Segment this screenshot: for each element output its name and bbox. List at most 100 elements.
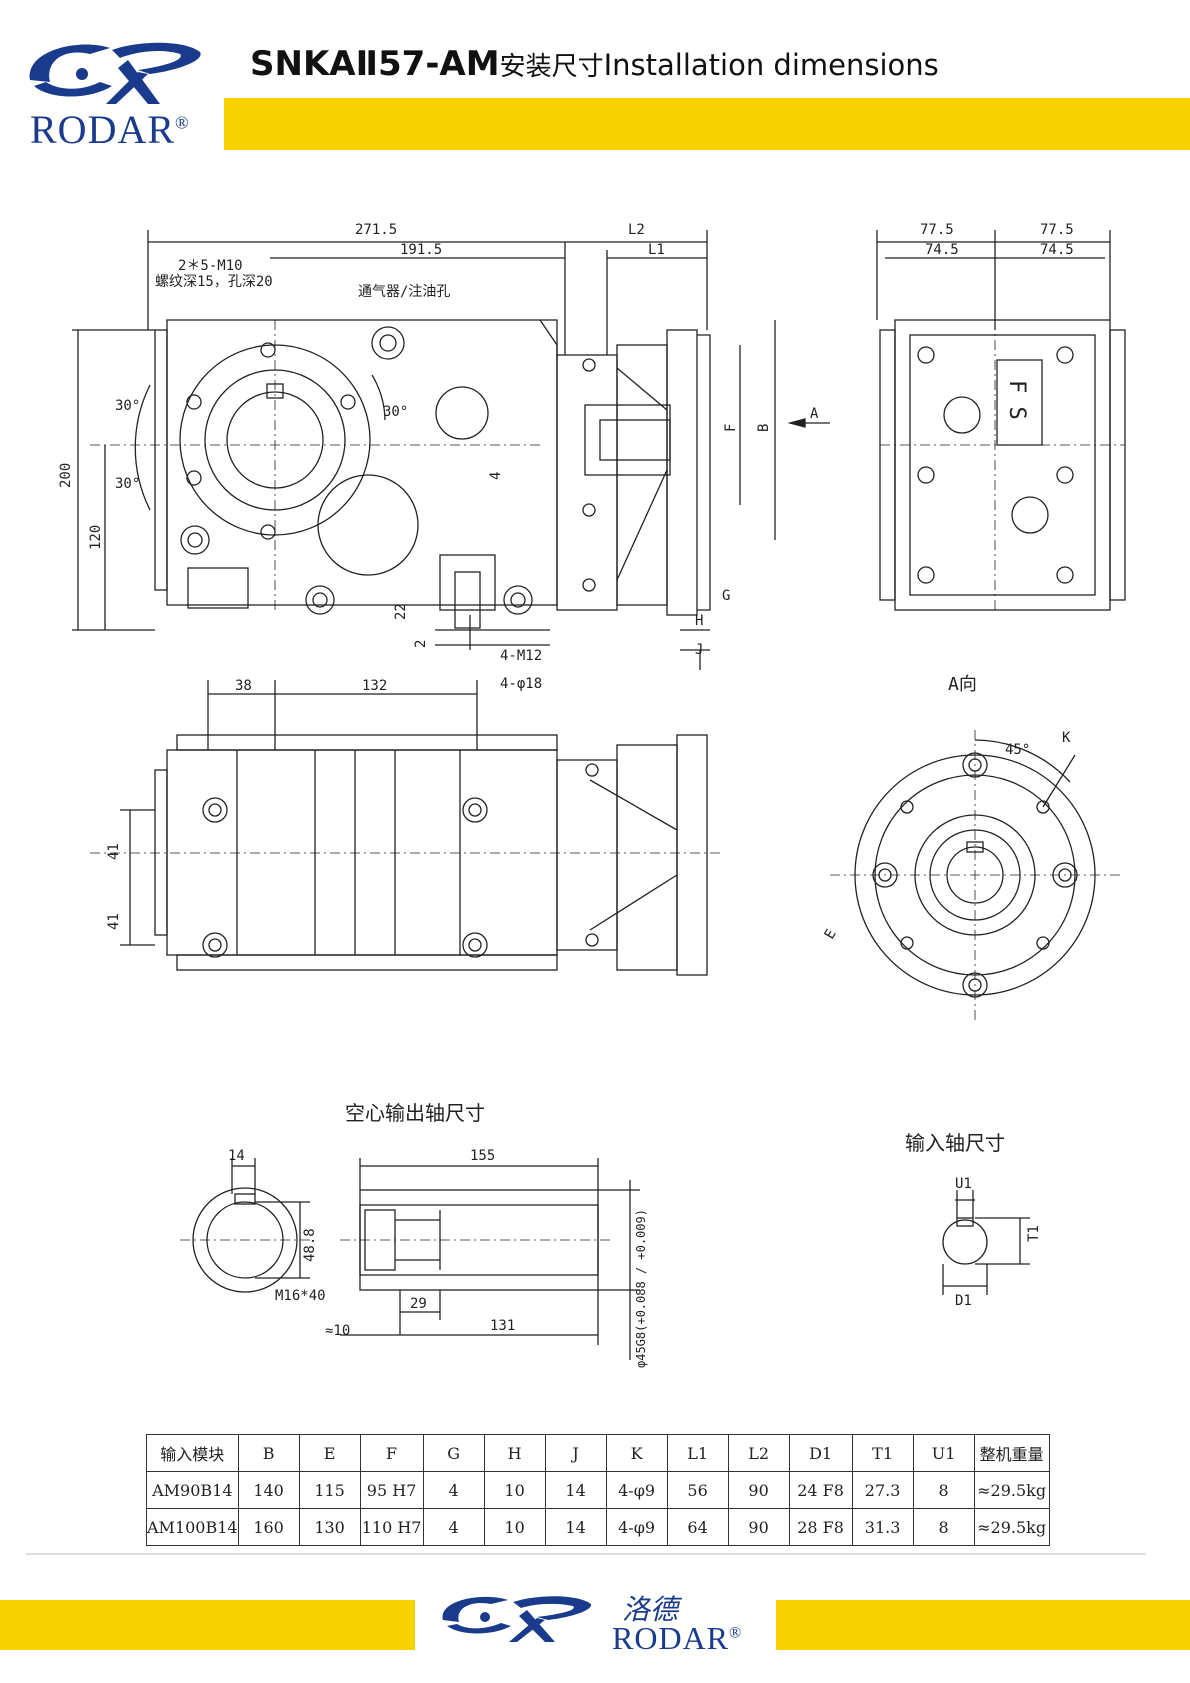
spec-table: 输入模块 B E F G H J K L1 L2 D1 T1 U1 整机重量 A… — [146, 1434, 1050, 1546]
rodar-logo-icon — [29, 42, 201, 104]
col-header: H — [483, 1434, 546, 1472]
col-header: T1 — [851, 1434, 914, 1472]
col-header: K — [605, 1434, 668, 1472]
dim-200: 200 — [58, 463, 74, 488]
table-cell: ≈29.5kg — [973, 1508, 1050, 1546]
col-header: F — [359, 1434, 424, 1472]
table-cell: 90 — [727, 1508, 790, 1546]
dim-d1: D1 — [955, 1293, 972, 1309]
table-header-row: 输入模块 B E F G H J K L1 L2 D1 T1 U1 整机重量 — [146, 1434, 1050, 1472]
breather-label: 通气器/注油孔 — [358, 284, 450, 300]
hollow-shaft-title: 空心输出轴尺寸 — [345, 1101, 485, 1125]
input-shaft-drawing — [942, 1190, 1030, 1295]
col-header: J — [544, 1434, 607, 1472]
dim-b: B — [756, 424, 772, 432]
dim-e: E — [822, 927, 840, 942]
dim-14: 14 — [228, 1148, 245, 1164]
dim-77-5-left: 77.5 — [920, 222, 954, 238]
dim-h: H — [695, 613, 703, 629]
model-name: SNKAⅡ57-AM — [250, 44, 500, 84]
table-cell: 10 — [483, 1471, 546, 1509]
dim-131: 131 — [490, 1318, 515, 1334]
dim-4: 4 — [488, 472, 504, 480]
side-view-drawing — [72, 230, 830, 670]
col-header: B — [237, 1434, 300, 1472]
end-view-drawing — [876, 230, 1126, 611]
table-cell: 24 F8 — [788, 1471, 853, 1509]
dim-10: ≈10 — [325, 1323, 350, 1339]
m12-label: 4-M12 — [500, 648, 542, 664]
dim-22: 22 — [393, 603, 409, 620]
page-title: SNKAⅡ57-AM安装尺寸Installation dimensions — [250, 44, 939, 84]
table-cell: AM90B14 — [146, 1471, 239, 1509]
col-header: L1 — [666, 1434, 729, 1472]
dim-g: G — [722, 588, 730, 604]
table-cell: 115 — [298, 1471, 361, 1509]
table-cell: 14 — [544, 1471, 607, 1509]
table-cell: 95 H7 — [359, 1471, 424, 1509]
table-cell: 4-φ9 — [605, 1508, 668, 1546]
view-arrow-a: A — [810, 406, 819, 422]
dim-u1: U1 — [955, 1176, 972, 1192]
view-a-label: A向 — [948, 674, 977, 695]
fs-plate: F S — [1004, 380, 1029, 420]
top-view-drawing — [90, 680, 720, 976]
table-cell: 27.3 — [851, 1471, 914, 1509]
angle-30-c: 30° — [115, 476, 140, 492]
dim-29: 29 — [410, 1296, 427, 1312]
col-header: U1 — [912, 1434, 975, 1472]
dim-t1: T1 — [1026, 1225, 1042, 1242]
table-cell: 31.3 — [851, 1508, 914, 1546]
footer-divider — [26, 1553, 1146, 1555]
col-header: G — [422, 1434, 485, 1472]
dim-l1: L1 — [648, 242, 665, 258]
dim-41-upper: 41 — [106, 843, 122, 860]
table-row: AM90B14 140 115 95 H7 4 10 14 4-φ9 56 90… — [146, 1471, 1050, 1509]
angle-30-a: 30° — [115, 398, 140, 414]
col-header: 输入模块 — [146, 1434, 239, 1472]
table-cell: ≈29.5kg — [973, 1471, 1050, 1509]
dim-41-lower: 41 — [106, 913, 122, 930]
dim-k: K — [1062, 730, 1071, 746]
angle-45: 45° — [1005, 742, 1030, 758]
dim-phi45: φ45G8(+0.088 / +0.009) — [634, 1209, 648, 1368]
dim-48-8: 48.8 — [302, 1228, 318, 1262]
title-cn: 安装尺寸 — [499, 52, 604, 82]
table-cell: 160 — [237, 1508, 300, 1546]
tap-holes-label: 2＊5-M10 — [178, 258, 243, 274]
dim-l2: L2 — [628, 222, 645, 238]
angle-30-b: 30° — [383, 404, 408, 420]
footer-bar-right — [776, 1600, 1190, 1650]
table-cell: 4 — [422, 1471, 485, 1509]
footer-brand-name: RODAR® — [612, 1620, 743, 1656]
table-cell: 8 — [912, 1471, 975, 1509]
dim-74-5-left: 74.5 — [925, 242, 959, 258]
table-cell: 56 — [666, 1471, 729, 1509]
title-en: Installation dimensions — [603, 48, 939, 82]
table-cell: 4-φ9 — [605, 1471, 668, 1509]
dim-77-5-right: 77.5 — [1040, 222, 1074, 238]
table-cell: 28 F8 — [788, 1508, 853, 1546]
hollow-shaft-drawing — [180, 1158, 640, 1360]
dim-j: J — [695, 642, 703, 658]
dim-74-5-right: 74.5 — [1040, 242, 1074, 258]
table-cell: 90 — [727, 1471, 790, 1509]
table-cell: 8 — [912, 1508, 975, 1546]
table-cell: 14 — [544, 1508, 607, 1546]
rodar-footer-logo-icon — [442, 1596, 592, 1642]
thread-depth-label: 螺纹深15，孔深20 — [155, 274, 273, 290]
col-header: 整机重量 — [973, 1434, 1050, 1472]
m16-label: M16*40 — [275, 1288, 326, 1304]
table-cell: AM100B14 — [146, 1508, 239, 1546]
col-header: L2 — [727, 1434, 790, 1472]
dim-f: F — [723, 424, 739, 432]
col-header: E — [298, 1434, 361, 1472]
col-header: D1 — [788, 1434, 853, 1472]
table-cell: 110 H7 — [359, 1508, 424, 1546]
table-cell: 130 — [298, 1508, 361, 1546]
brand-name-cn: 洛德 — [622, 1593, 679, 1626]
table-cell: 4 — [422, 1508, 485, 1546]
flange-view-drawing — [830, 730, 1120, 1020]
technical-drawings: 271.5 191.5 L2 L1 2＊5-M10 螺纹深15，孔深20 通气器… — [58, 222, 1126, 1368]
